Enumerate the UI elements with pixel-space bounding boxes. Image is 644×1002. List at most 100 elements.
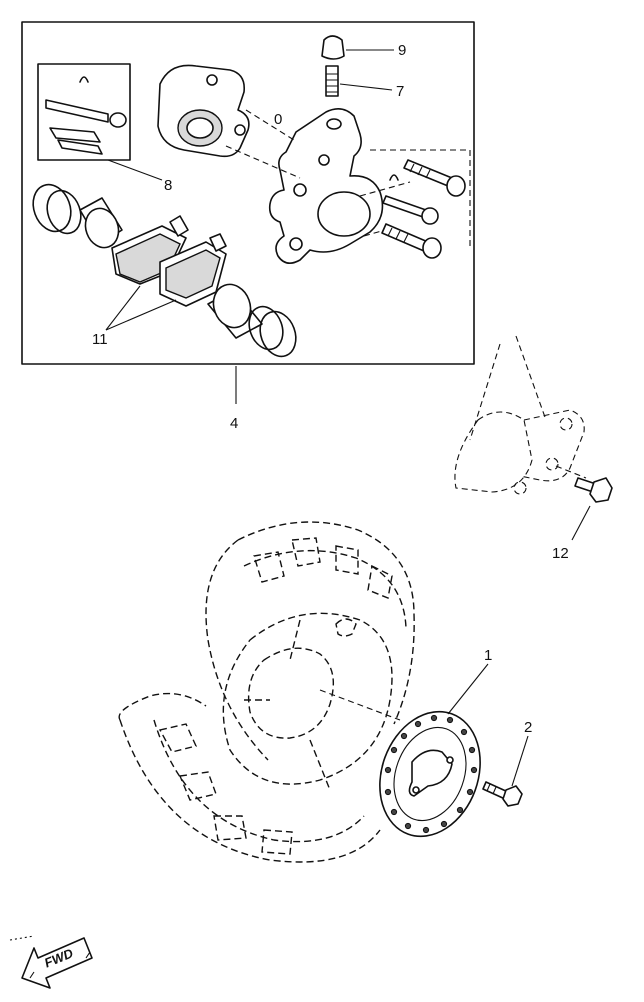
front-wheel <box>118 521 415 863</box>
disc-vent-hole <box>384 788 392 796</box>
fork-mount-hole-c-icon <box>513 481 527 495</box>
caliper-bracket <box>157 64 250 158</box>
caliper-assembly-frame <box>21 21 475 365</box>
assembly-line-d <box>359 181 411 197</box>
caliper-bolt-lower-head-icon <box>422 237 442 259</box>
bracket-bore-inner-icon <box>186 117 214 139</box>
brake-pads <box>111 215 227 307</box>
piston-seal-ring-upper <box>46 189 82 235</box>
tire-outer-right <box>393 613 415 725</box>
pad-pin-bolt-head-icon <box>421 207 439 225</box>
bracket-hole-right-icon <box>234 124 246 136</box>
leader-2 <box>511 735 529 787</box>
disc-vent-hole <box>400 732 408 740</box>
disc-vent-hole <box>466 788 474 796</box>
caliper-mount-bolt-head <box>589 477 613 503</box>
spoke-c <box>309 739 331 791</box>
bleed-port-icon <box>326 118 342 130</box>
dust-seal-ring-upper <box>32 183 72 233</box>
caliper-body <box>268 108 384 264</box>
disc-bolt-hole-a <box>446 756 454 764</box>
callout-1: 1 <box>484 647 492 664</box>
bleed-screw-thread-icon <box>326 73 338 93</box>
disc-vent-hole <box>390 808 398 816</box>
pad-pin-bolt <box>382 174 439 225</box>
disc-bolt-head <box>502 785 523 807</box>
tread-block-c <box>335 545 359 575</box>
pad-pin-kit-frame <box>37 63 131 161</box>
tire-left-curve <box>118 692 207 721</box>
piston-seal-set-upper <box>32 183 123 249</box>
dust-seal-ring-lower <box>259 310 297 358</box>
assembly-line-b <box>245 109 295 141</box>
valve-stem-icon <box>335 618 357 637</box>
caliper-assembly-group: 0 <box>21 21 475 432</box>
spoke-a <box>289 619 301 661</box>
caliper-piston-bore-icon <box>317 191 371 237</box>
tire-bottom-inner <box>153 719 365 843</box>
brake-disc: 1 <box>379 647 492 838</box>
fork-tube-right <box>515 335 547 421</box>
fork-mount-hole-a-icon <box>559 417 573 431</box>
piston-seal-ring-lower <box>248 305 284 351</box>
pad-pin-bolt-clip-icon <box>389 174 399 181</box>
disc-vent-hole <box>404 822 412 830</box>
disc-vent-hole <box>430 714 438 722</box>
brake-pad-tab-a <box>169 215 189 237</box>
leader-7 <box>339 83 393 91</box>
callout-8: 8 <box>164 177 172 194</box>
disc-vent-hole <box>468 746 476 754</box>
disc-vent-hole <box>390 746 398 754</box>
tread-block-g <box>213 815 247 841</box>
disc-bolt-thread-icon <box>486 783 497 795</box>
caliper-hole-a-icon <box>293 183 307 197</box>
pad-spring-icon <box>49 127 103 155</box>
disc-bolt: 2 <box>482 719 532 807</box>
pad-pin-kit <box>37 63 131 161</box>
caliper-bolt-upper-head-icon <box>446 175 466 197</box>
rim-outline <box>222 612 393 785</box>
tire-bottom <box>119 719 381 863</box>
caliper-bolt-upper <box>403 159 466 197</box>
callout-4: 4 <box>230 415 238 432</box>
caliper-hole-b-icon <box>289 237 303 251</box>
disc-vent-holes <box>384 714 478 834</box>
caliper-bolt-lower <box>381 223 442 259</box>
piston-seal-set-lower <box>207 283 297 358</box>
callout-11: 11 <box>92 331 108 348</box>
disc-vent-hole <box>440 820 448 828</box>
brake-pad-rear-lining <box>165 249 221 299</box>
tread-block-d <box>367 564 393 599</box>
leader-8 <box>107 159 163 181</box>
piston-lower-face-icon <box>212 283 252 329</box>
tread-block-e <box>158 723 197 753</box>
pad-pin-head-icon <box>109 112 127 128</box>
fwd-dotted-mark <box>9 935 35 941</box>
caliper-body-outline <box>268 108 384 264</box>
bleed-screw-cap-body <box>321 35 345 60</box>
callout-7: 7 <box>396 83 404 100</box>
fork-mount-hole-b-icon <box>545 457 559 471</box>
disc-vent-hole <box>470 766 478 774</box>
forward-direction-arrow: FWD <box>9 935 93 989</box>
caliper-mount-bolt: 12 <box>552 477 613 562</box>
caliper-bolt-lower-thread-icon <box>387 227 409 243</box>
pad-pin-bolt-shank <box>382 195 427 218</box>
disc-vent-hole <box>422 826 430 834</box>
leader-1 <box>447 663 489 715</box>
brake-disc-inner-ring <box>393 726 467 822</box>
hub-outline <box>247 647 334 739</box>
axle-line <box>319 689 401 721</box>
bleed-screw-cap <box>321 35 345 60</box>
disc-vent-hole <box>456 806 464 814</box>
disc-vent-hole <box>384 766 392 774</box>
tread-block-f <box>179 771 217 801</box>
bracket-hole-top-icon <box>206 74 218 86</box>
disc-vent-hole <box>414 720 422 728</box>
tire-outer-top <box>237 521 415 615</box>
caliper-bolt-lower-shank <box>381 223 429 252</box>
piston-upper-face-icon <box>84 207 120 249</box>
disc-vent-hole <box>460 728 468 736</box>
fork-caliper-mount <box>519 409 585 482</box>
